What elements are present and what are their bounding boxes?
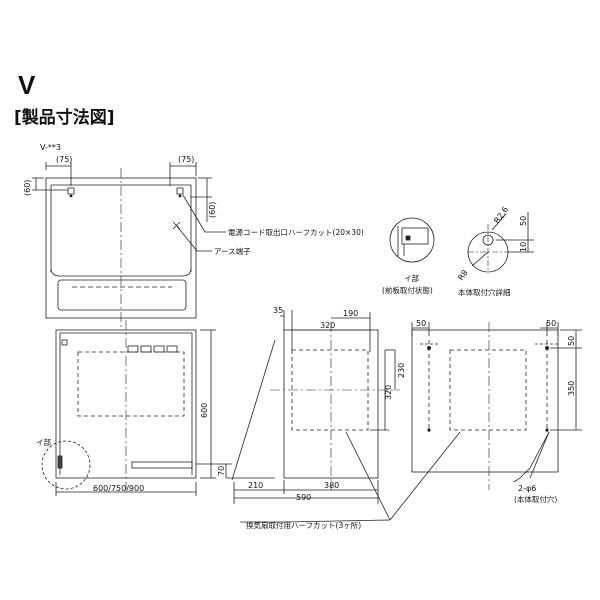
- hole-detail-label: 本体取付穴詳細: [458, 287, 511, 297]
- mount-view: 50 50 50 350 2-φ6 (本体取付穴): [411, 319, 582, 504]
- dim-top-right: (75): [178, 155, 194, 164]
- dim-hole-50: 50: [519, 216, 528, 226]
- dim-230: 230: [397, 363, 406, 378]
- earth-leader-line: [175, 224, 212, 252]
- dim-190: 190: [343, 309, 358, 318]
- dim-top-left: (75): [56, 155, 72, 164]
- dim-left-60: (60): [23, 180, 32, 196]
- dim-590: 590: [296, 493, 311, 502]
- dim-320-horizontal: 320: [320, 321, 335, 330]
- page-title: V: [18, 70, 36, 100]
- front-view: (75) (75) (60) (60) 電源コード取出口ハーフカット(20×30…: [23, 155, 364, 330]
- hood-cut-view: 35 190 320 230 320 210 380 590 換気扇取付用ハーフ…: [231, 306, 461, 530]
- bottom-bar: [131, 461, 193, 469]
- mount-view-outline: [411, 329, 559, 473]
- halfcut-leader-2: [389, 431, 461, 521]
- detail-i-circle: [41, 440, 91, 490]
- mount-hole-left: [426, 345, 431, 350]
- vent-slots: [127, 345, 178, 353]
- dim-r8: R8: [456, 268, 469, 282]
- dim-210: 210: [248, 481, 263, 490]
- dim-height-600: 600: [200, 403, 209, 418]
- cord-outlet-right: [176, 187, 184, 195]
- page-subtitle: [製品寸法図]: [14, 107, 115, 128]
- halfcut-leader-3: [240, 519, 391, 523]
- dim-mount-50-vertical: 50: [567, 336, 576, 346]
- mounting-hole-detail: R2.6 R8 50 10 本体取付穴詳細: [456, 205, 534, 297]
- dim-mount-50-left: 50: [416, 319, 426, 328]
- halfcut-leader-1: [345, 431, 391, 521]
- dim-hole-10: 10: [519, 242, 528, 252]
- dim-320-vertical: 320: [384, 385, 393, 400]
- detail-i-label: イ部: [36, 437, 51, 447]
- dim-35: 35: [273, 306, 283, 315]
- model-label: V-**3: [40, 143, 61, 152]
- dim-mount-50-right: 50: [546, 319, 556, 328]
- mount-dashed-area: [449, 349, 527, 431]
- detail-i-subtitle: (前板取付状態): [382, 285, 433, 295]
- dim-right-60: (60): [208, 202, 217, 218]
- bottom-view: 600 70 600/750/900 イ部: [36, 320, 275, 496]
- mount-hole-right: [545, 345, 550, 350]
- mount-holes-sublabel: (本体取付穴): [514, 494, 557, 504]
- dim-70: 70: [217, 466, 226, 476]
- cord-leader-line: [182, 194, 226, 233]
- detail-i: イ部 (前板取付状態): [382, 217, 435, 295]
- cord-outlet-left: [67, 187, 75, 195]
- earth-terminal-label: アース端子: [214, 246, 251, 256]
- dim-r26: R2.6: [492, 205, 510, 225]
- dim-mount-350: 350: [567, 381, 576, 396]
- dim-380: 380: [324, 481, 339, 490]
- front-panel: [57, 279, 187, 311]
- halfcut-label: 換気扇取付用ハーフカット(3ヶ所): [246, 520, 361, 530]
- dim-width: 600/750/900: [93, 484, 144, 493]
- mount-holes-label: 2-φ6: [518, 484, 536, 493]
- detail-i-enlarged-circle: [389, 217, 435, 263]
- cord-outlet-label: 電源コード取出口ハーフカット(20×30): [228, 227, 364, 237]
- detail-i-title: イ部: [404, 273, 419, 283]
- bottom-dashed-panel: [77, 351, 185, 417]
